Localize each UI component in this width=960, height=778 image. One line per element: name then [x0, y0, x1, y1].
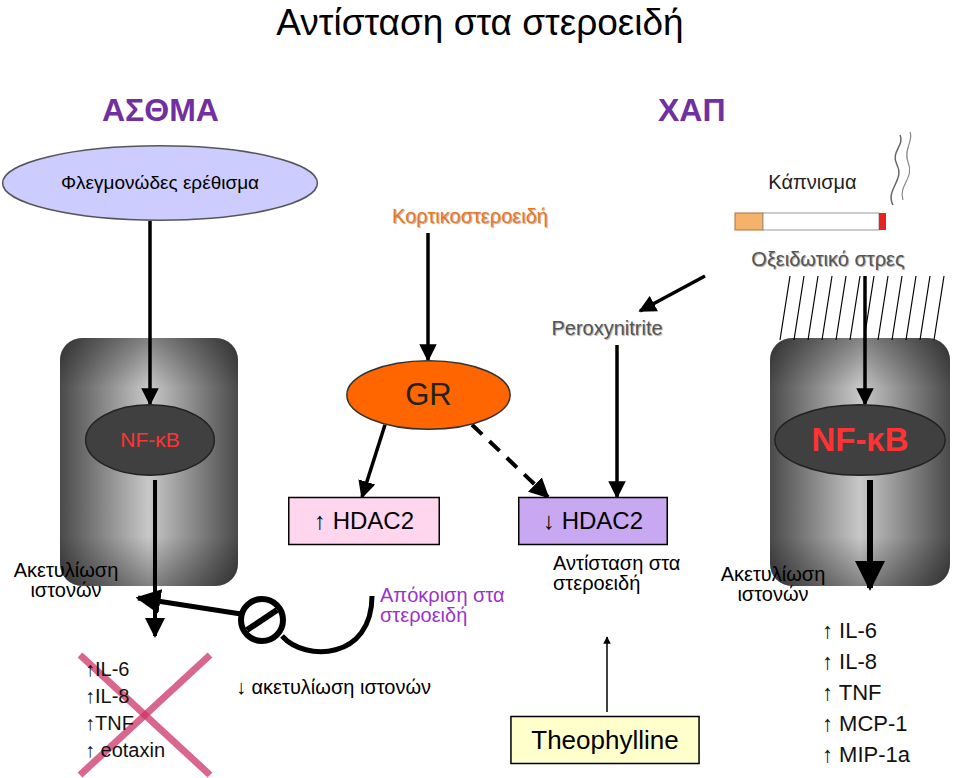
cytokine-item: ↑IL-6 — [85, 659, 129, 679]
node-text: Peroxynitrite — [551, 317, 662, 339]
cytokine-item: ↑ eotaxin — [85, 740, 165, 760]
node-text: Theophylline — [531, 726, 678, 755]
node-text: ↑ HDAC2 — [314, 508, 414, 534]
effect-label: ↓ ακετυλίωση ιστονών — [236, 677, 431, 697]
receptor-ellipse: GR — [346, 360, 511, 430]
inhibition-curve — [282, 596, 372, 652]
cross-mark — [80, 655, 210, 775]
arrow-connector — [615, 345, 619, 497]
process-label: Ακετυλίωση ιστονών — [688, 564, 858, 604]
node-text: NF-κB — [120, 428, 180, 451]
node-text: Οξειδωτικό στρες — [751, 248, 904, 270]
arrow-connector — [362, 425, 385, 497]
drug-box: Theophylline — [510, 716, 700, 764]
cytokine-item: ↑ MCP-1 — [822, 713, 908, 735]
enzyme-box: ↑ HDAC2 — [288, 497, 440, 545]
output-arrow — [153, 480, 157, 636]
node-text: NF-κB — [811, 422, 908, 458]
arrow-connector — [426, 233, 430, 360]
leader-line — [606, 637, 608, 712]
enzyme-box: ↓ HDAC2 — [518, 497, 668, 545]
process-label: Ακετυλίωση ιστονών — [0, 560, 132, 600]
cilia — [780, 276, 944, 340]
node-text: GR — [405, 378, 452, 412]
node-text: Κάπνισμα — [768, 171, 856, 193]
cigarette — [735, 132, 911, 230]
arrow-connector — [863, 276, 867, 404]
source-label: Κάπνισμα — [764, 167, 861, 197]
drug-label: Κορτικοστεροειδή — [388, 201, 552, 231]
title: Αντίσταση στα στεροειδή — [0, 2, 960, 44]
inhibition-symbol — [241, 599, 283, 641]
section-heading: ΑΣΘΜΑ — [102, 94, 219, 126]
stress-label: Οξειδωτικό στρες — [747, 244, 909, 274]
cytokine-item: ↑ MIP-1a — [822, 744, 910, 766]
effect-label: Αντίσταση στα στεροειδή — [553, 553, 683, 593]
node-text: ↓ HDAC2 — [543, 508, 643, 534]
cytokine-item: ↑ IL-8 — [822, 651, 877, 673]
cytokine-item: ↑ TNF — [822, 682, 881, 704]
nucleus-ellipse: NF-κB — [774, 404, 946, 476]
cell-shade — [770, 338, 950, 586]
node-text: Φλεγμονώδες ερέθισμα — [61, 173, 259, 194]
arrow-connector — [148, 221, 152, 404]
cytokine-item: ↑ IL-6 — [822, 620, 877, 642]
cytokine-item: ↑TNF — [85, 713, 134, 733]
output-arrow — [867, 480, 873, 588]
effect-label: Απόκριση στα στεροειδή — [380, 585, 505, 625]
stimulus-ellipse: Φλεγμονώδες ερέθισμα — [1, 145, 319, 221]
cytokine-item: ↑IL-8 — [85, 686, 129, 706]
section-heading: ΧΑΠ — [658, 94, 726, 126]
arrow-connector — [472, 425, 548, 497]
arrow-connector — [640, 276, 705, 311]
node-text: Κορτικοστεροειδή — [392, 205, 548, 227]
cell — [770, 338, 950, 586]
mediator-label: Peroxynitrite — [547, 313, 667, 343]
inhibition-arrow — [138, 598, 241, 614]
nucleus-ellipse: NF-κB — [85, 404, 215, 476]
